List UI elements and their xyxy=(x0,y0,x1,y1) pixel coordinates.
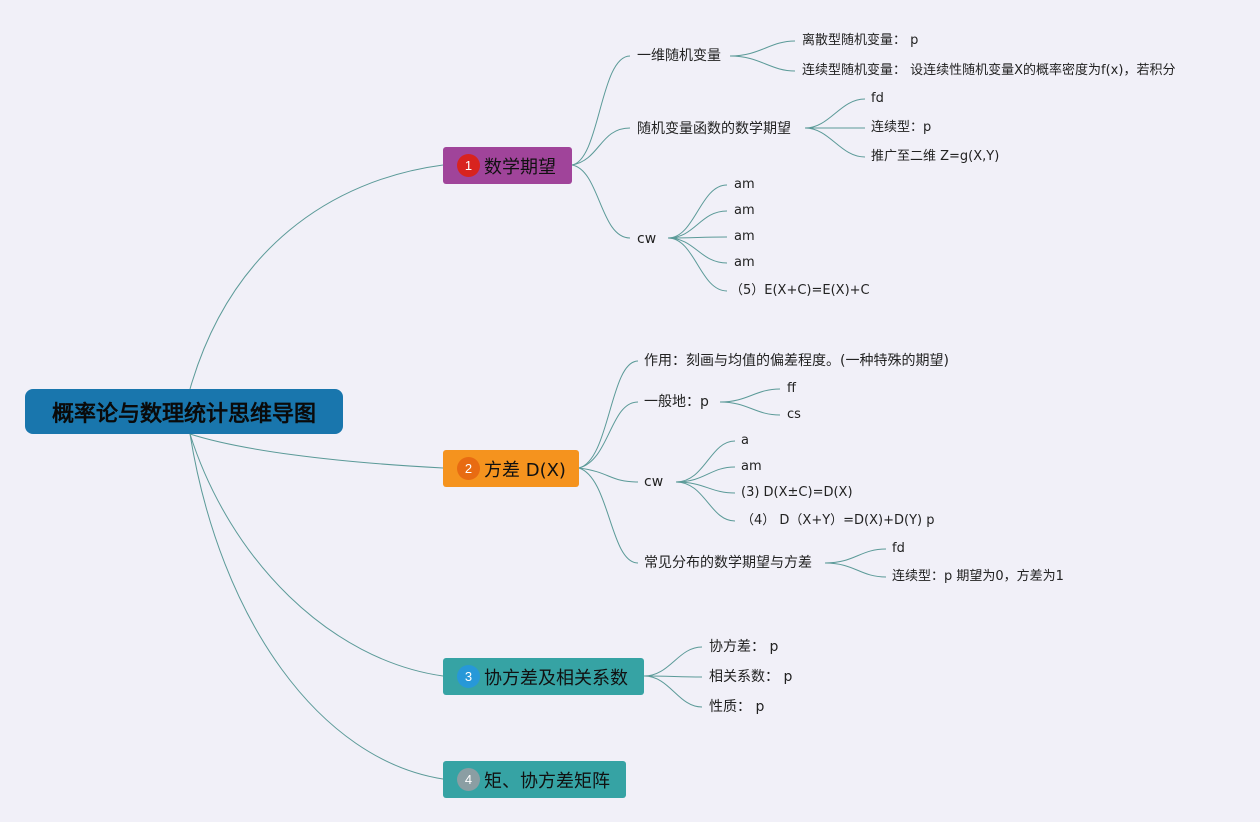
leaf-node[interactable]: fd xyxy=(892,541,905,556)
connector xyxy=(578,467,639,483)
node-properties[interactable]: cw xyxy=(644,474,664,490)
node-correlation[interactable]: 相关系数： p xyxy=(709,669,793,685)
leaf-node[interactable]: am xyxy=(734,177,755,192)
branch-number-badge: 4 xyxy=(457,768,480,791)
leaf-node[interactable]: cs xyxy=(787,407,801,422)
branch-label: 方差 D(X) xyxy=(484,459,566,481)
connector xyxy=(675,481,736,522)
leaf-node[interactable]: fd xyxy=(871,91,884,106)
connector xyxy=(578,360,639,469)
connector xyxy=(578,401,639,469)
branch-number-badge: 2 xyxy=(457,457,480,480)
connector xyxy=(729,40,796,57)
leaf-node[interactable]: (3) D(X±C)=D(X) xyxy=(741,485,853,500)
connector xyxy=(804,98,866,129)
node-purpose[interactable]: 作用：刻画与均值的偏差程度。(一种特殊的期望) xyxy=(644,353,949,369)
connector xyxy=(719,401,781,416)
node-general[interactable]: 一般地：p xyxy=(644,394,709,410)
connector xyxy=(719,388,781,403)
connector xyxy=(189,433,444,677)
connector xyxy=(675,481,736,494)
root-label: 概率论与数理统计思维导图 xyxy=(51,401,316,427)
connector xyxy=(578,467,639,564)
leaf-node[interactable]: am xyxy=(734,255,755,270)
connector xyxy=(643,675,703,678)
branch-variance[interactable]: 2 方差 D(X) xyxy=(443,450,579,487)
connector xyxy=(643,675,703,708)
connector xyxy=(824,548,887,564)
connector xyxy=(189,433,444,469)
connector xyxy=(667,184,728,239)
connector xyxy=(571,55,631,166)
leaf-node[interactable]: am xyxy=(741,459,762,474)
leaf-node[interactable]: ff xyxy=(787,381,796,396)
branch-label: 矩、协方差矩阵 xyxy=(484,770,610,792)
node-covariance[interactable]: 协方差： p xyxy=(709,639,779,655)
branch-moments-covariance-matrix[interactable]: 4 矩、协方差矩阵 xyxy=(443,761,626,798)
connector xyxy=(667,237,728,292)
leaf-node[interactable]: 离散型随机变量： p xyxy=(802,33,919,48)
leaf-node[interactable]: （5）E(X+C)=E(X)+C xyxy=(730,283,870,298)
connector xyxy=(675,466,736,483)
connector xyxy=(571,164,631,239)
connector xyxy=(667,237,728,264)
leaf-node[interactable]: 连续型：p 期望为0，方差为1 xyxy=(892,569,1064,584)
connector xyxy=(189,164,444,390)
leaf-node[interactable]: 推广至二维 Z=g(X,Y) xyxy=(871,149,1000,164)
branch-number-badge: 1 xyxy=(457,154,480,177)
leaf-node[interactable]: （4） D（X+Y）=D(X)+D(Y) p xyxy=(741,513,935,528)
node-properties[interactable]: cw xyxy=(637,231,657,247)
connector xyxy=(675,440,736,483)
connector xyxy=(189,433,444,780)
connector xyxy=(667,210,728,239)
branch-label: 协方差及相关系数 xyxy=(484,667,628,689)
branch-label: 数学期望 xyxy=(484,156,556,178)
node-common-distributions[interactable]: 常见分布的数学期望与方差 xyxy=(644,555,812,571)
leaf-node[interactable]: am xyxy=(734,229,755,244)
branch-covariance-correlation[interactable]: 3 协方差及相关系数 xyxy=(443,658,644,695)
connector xyxy=(571,127,631,166)
node-properties[interactable]: 性质： p xyxy=(709,699,765,715)
leaf-node[interactable]: a xyxy=(741,433,749,448)
leaf-node[interactable]: 连续型：p xyxy=(871,120,932,135)
connector xyxy=(824,562,887,578)
connector xyxy=(804,127,866,158)
leaf-node[interactable]: am xyxy=(734,203,755,218)
branch-number-badge: 3 xyxy=(457,665,480,688)
connector xyxy=(643,646,703,677)
branch-expectation[interactable]: 1 数学期望 xyxy=(443,147,572,184)
leaf-node[interactable]: 连续型随机变量： 设连续性随机变量X的概率密度为f(x)，若积分 xyxy=(802,63,1176,78)
node-1d-random-variable[interactable]: 一维随机变量 xyxy=(637,48,721,64)
node-function-expectation[interactable]: 随机变量函数的数学期望 xyxy=(637,121,791,137)
connector xyxy=(729,55,796,72)
root-node[interactable]: 概率论与数理统计思维导图 xyxy=(25,389,343,434)
